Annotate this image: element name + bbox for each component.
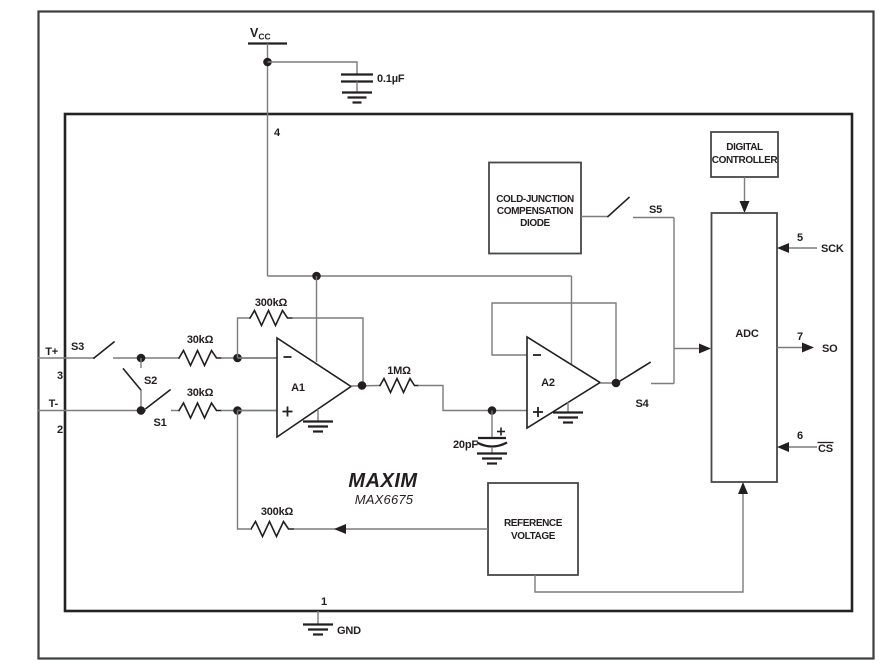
switch-s4: S4 <box>618 361 674 410</box>
pin7-number: 7 <box>797 331 803 343</box>
digital-controller-box: DIGITAL CONTROLLER <box>710 131 779 213</box>
switch-s5: S5 <box>581 196 674 219</box>
adc-label: ADC <box>735 328 758 340</box>
switch-s5-blade <box>606 196 631 218</box>
arrow-left-icon <box>777 243 789 253</box>
resistor-zigzag <box>249 519 294 539</box>
pin2-number: 2 <box>57 424 63 436</box>
cold-junction-box: COLD-JUNCTION COMPENSATION DIODE <box>488 161 582 255</box>
arrow-down-icon <box>739 201 750 213</box>
switch-s2-blade <box>122 367 142 391</box>
resistor-value: 300kΩ <box>261 506 294 518</box>
a1-feedback-resistor: 300kΩ <box>236 297 364 386</box>
cs-label: CS <box>818 443 833 455</box>
reference-outline <box>487 482 579 576</box>
svg-text:COMPENSATION: COMPENSATION <box>497 206 573 217</box>
resistor-value: 1MΩ <box>387 365 411 377</box>
reference-voltage-box: REFERENCE VOLTAGE <box>487 482 579 576</box>
so-label: SO <box>822 343 838 355</box>
vcc-supply: VCC 0.1µF 4 <box>248 26 405 276</box>
switch-s1-label: S1 <box>153 417 166 429</box>
arrow-right-icon <box>802 342 814 353</box>
ic-boundary-box <box>63 112 854 613</box>
arrow-left-icon <box>777 442 789 452</box>
pin4-number: 4 <box>274 127 281 139</box>
switch-s3-label: S3 <box>71 341 84 353</box>
opamp-label: A1 <box>291 382 305 394</box>
maxim-logo: MAXIM <box>348 470 418 492</box>
resistor-value: 30kΩ <box>187 387 214 399</box>
a2-feedback-wire <box>491 302 617 383</box>
resistor-zigzag <box>177 348 222 368</box>
bypass-cap-value: 0.1µF <box>377 73 405 85</box>
vcc-label: VCC <box>250 26 271 42</box>
junction-dot <box>611 378 621 388</box>
input-resistor-top: 30kΩ <box>177 334 277 368</box>
svg-text:COLD-JUNCTION: COLD-JUNCTION <box>496 194 574 205</box>
pin-so: 7 SO <box>777 331 838 355</box>
adc-box: ADC <box>710 212 778 483</box>
adc-outline <box>710 212 778 483</box>
gnd-label: GND <box>337 625 361 637</box>
branding: MAXIM MAX6675 <box>348 470 418 507</box>
ground-symbol <box>342 91 372 104</box>
t-minus-label: T- <box>49 398 59 410</box>
cold-junction-outline <box>488 161 582 255</box>
filter-cap: 20pF <box>453 410 508 465</box>
adc-input-wire <box>673 217 711 384</box>
resistor-zigzag <box>378 376 419 395</box>
input-resistor-bottom: 30kΩ <box>177 387 277 420</box>
reference-to-adc-wire <box>534 482 748 593</box>
thermocouple-inputs: T+ 3 S3 S2 T- 2 S1 <box>38 340 179 436</box>
switch-s2-label: S2 <box>144 375 157 387</box>
opamp-a2: A2 <box>491 302 621 430</box>
pin5-number: 5 <box>797 232 803 244</box>
resistor-zigzag <box>248 308 293 328</box>
resistor-zigzag <box>177 401 222 420</box>
svg-text:CONTROLLER: CONTROLLER <box>712 155 779 166</box>
ground-symbol <box>303 420 333 433</box>
pin-sck: 5 SCK <box>777 232 844 255</box>
svg-text:REFERENCE: REFERENCE <box>504 518 563 529</box>
ground-symbol <box>477 452 507 465</box>
arrow-up-icon <box>738 482 748 494</box>
t-plus-label: T+ <box>45 346 58 358</box>
svg-text:VOLTAGE: VOLTAGE <box>511 531 556 542</box>
resistor-value: 30kΩ <box>187 334 214 346</box>
opamp-triangle <box>526 335 602 430</box>
opamp-triangle <box>276 336 353 439</box>
page-border <box>37 10 875 660</box>
sck-label: SCK <box>821 243 844 255</box>
junction-dot <box>136 406 146 415</box>
pin1-number: 1 <box>321 596 327 608</box>
bypass-branch-wire <box>267 61 358 74</box>
reference-feedback-path: 300kΩ <box>236 410 488 539</box>
gnd-pin: 1 GND <box>303 596 361 637</box>
opamp-label: A2 <box>541 377 555 389</box>
switch-s4-label: S4 <box>635 398 649 410</box>
switch-s3-blade <box>92 340 116 360</box>
svg-text:DIODE: DIODE <box>520 218 550 229</box>
part-number: MAX6675 <box>355 492 414 507</box>
pin-cs: 6 CS <box>777 430 834 455</box>
ground-symbol <box>553 411 583 424</box>
switch-s1-blade <box>144 388 172 410</box>
resistor-value: 300kΩ <box>255 297 288 309</box>
ground-symbol <box>303 623 333 636</box>
cap-plate-curved <box>476 441 508 448</box>
arrow-right-icon <box>699 343 711 354</box>
cap-value: 20pF <box>453 439 478 451</box>
arrow-left-icon <box>334 524 346 534</box>
vcc-internal-rail <box>267 271 573 364</box>
switch-s5-label: S5 <box>649 204 662 216</box>
mid-resistor: 1MΩ <box>378 365 527 415</box>
digital-controller-outline <box>710 131 779 178</box>
opamp-a1: A1 <box>237 336 381 439</box>
switch-s4-blade <box>618 361 652 383</box>
pin6-number: 6 <box>797 430 803 442</box>
junction-dot <box>357 381 367 390</box>
pin3-number: 3 <box>57 370 63 382</box>
svg-text:DIGITAL: DIGITAL <box>726 142 763 153</box>
